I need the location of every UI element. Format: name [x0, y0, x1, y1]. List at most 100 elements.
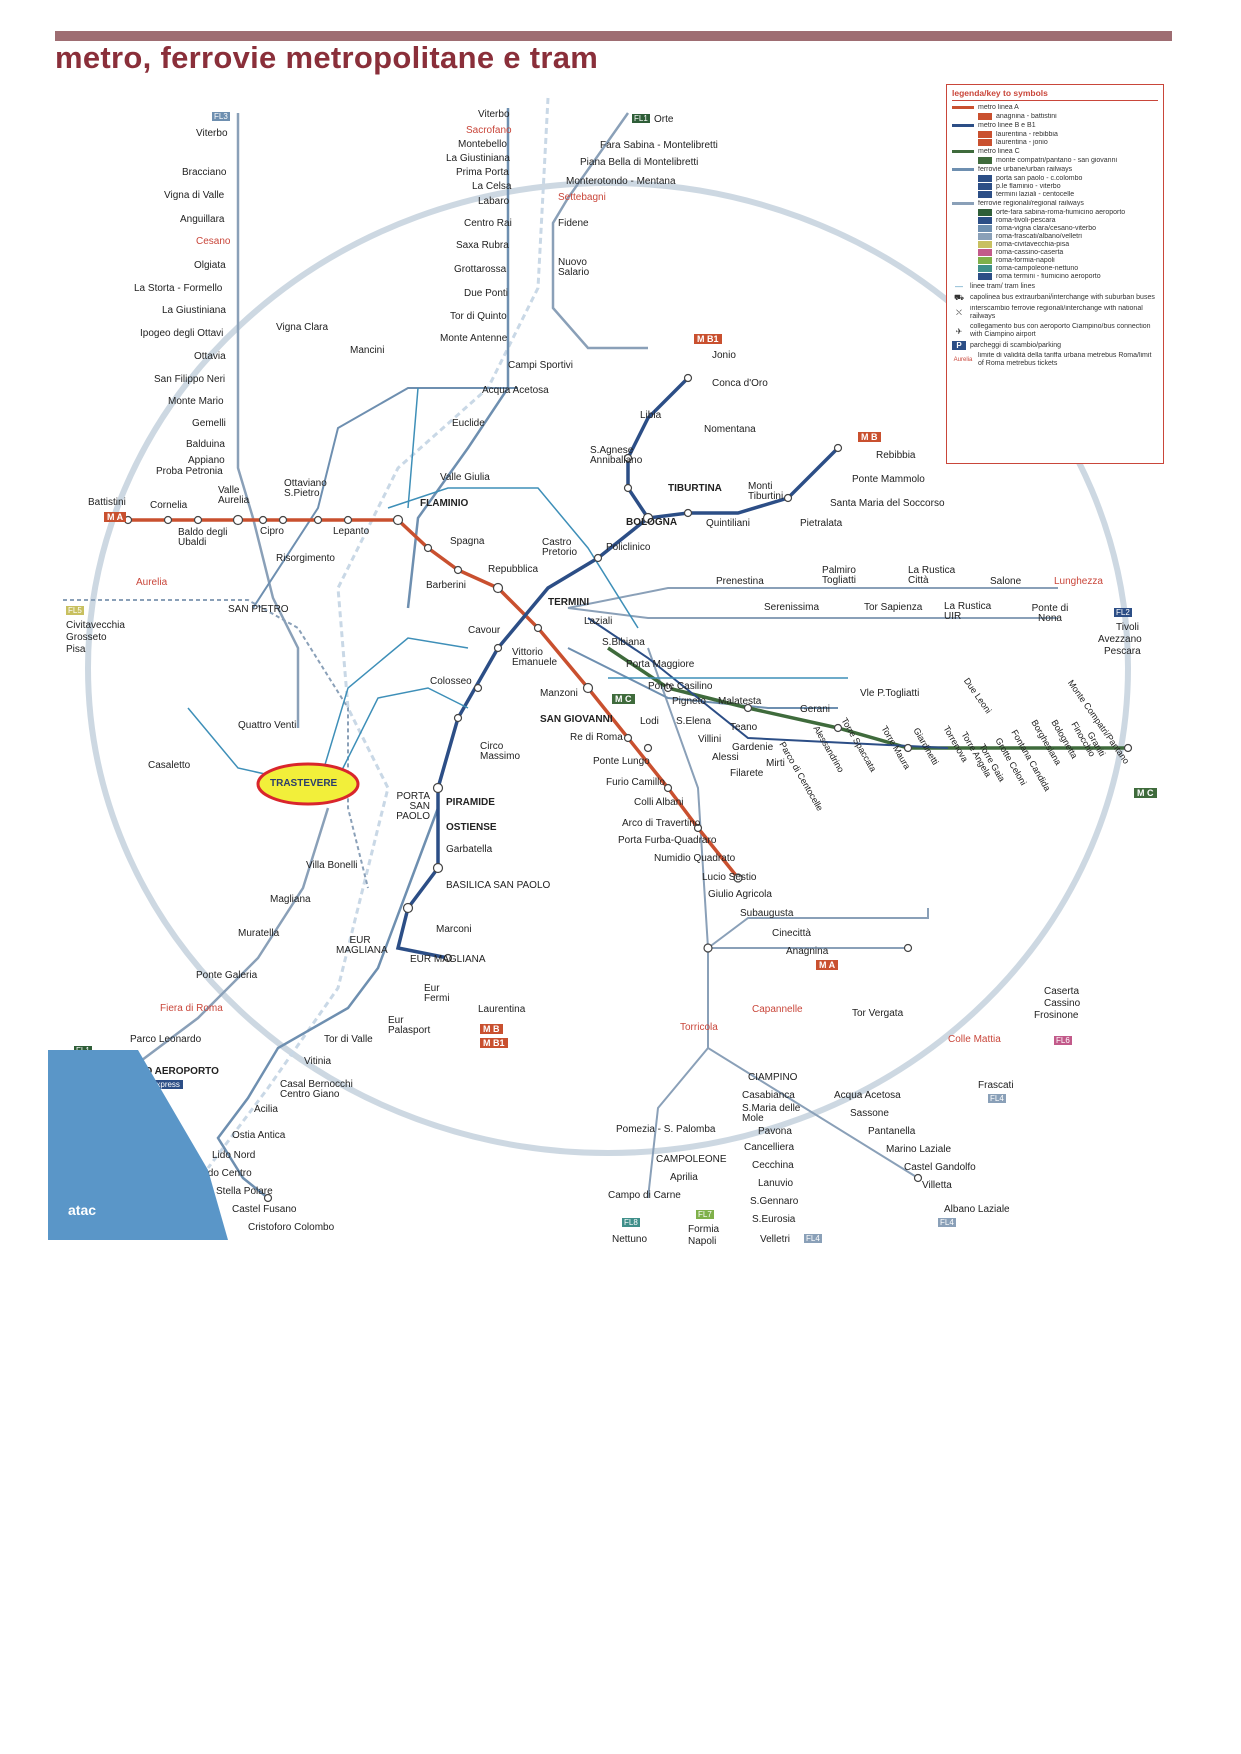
label-lido-centro: Lido Centro [200, 1168, 252, 1179]
label-libia: Libia [640, 410, 662, 421]
label-basilica-san-paolo: BASILICA SAN PAOLO [446, 880, 551, 891]
fl6-line [707, 908, 929, 949]
rail-interchange-icon: ⛌ [956, 308, 962, 317]
label-s-elena: S.Elena [676, 716, 712, 727]
badge-mb-rebibbia: M B [858, 432, 881, 442]
label-fara-sabina: Fara Sabina - Montelibretti [600, 140, 718, 151]
legend-title: legenda/key to symbols [952, 88, 1158, 101]
label-sagnese: S.Agnese Annibaliano [590, 445, 643, 466]
tram-icon: — [955, 282, 963, 291]
label-laziali: Laziali [584, 616, 613, 627]
label-re-di-roma: Re di Roma [570, 732, 623, 743]
label-acilia: Acilia [254, 1104, 278, 1115]
label-viterbo-urban: Viterbo [478, 109, 510, 120]
atac-logo: atac [68, 1202, 96, 1218]
label-ciampino: CIAMPINO [748, 1072, 798, 1083]
label-eur-magliana: EUR MAGLIANA [410, 954, 486, 965]
metro-line-b [395, 446, 840, 960]
label-cipro: Cipro [260, 526, 284, 537]
label-aprilia: Aprilia [670, 1172, 698, 1183]
label-casabianca: Casabianca [742, 1090, 795, 1101]
label-campo-di-carne: Campo di Carne [608, 1190, 681, 1201]
legend-sub: roma-formia-napoli [978, 257, 1158, 264]
label-la-giustiniana-v: La Giustiniana [446, 153, 510, 164]
fl7-line [647, 1047, 709, 1199]
label-furio-camillo: Furio Camillo [606, 777, 665, 788]
label-fiumicino: FIUMICINO AEROPORTO [100, 1066, 219, 1077]
label-villini: Villini [698, 734, 722, 745]
label-frascati: Frascati [978, 1080, 1014, 1091]
badge-ma-battistini: M A [104, 512, 127, 522]
label-eur-palasport: Eur Palasport [388, 1015, 431, 1036]
label-pantanella: Pantanella [868, 1126, 916, 1137]
label-tor-vergata: Tor Vergata [852, 1008, 904, 1019]
bus-interchange-icon: ⛟ [953, 293, 965, 302]
label-quintiliani: Quintiliani [706, 518, 750, 529]
label-valle-giulia: Valle Giulia [440, 472, 490, 483]
label-monti-tiburtini: Monti Tiburtini [748, 481, 784, 502]
tiber-river [206, 97, 550, 1169]
label-tiburtina: TIBURTINA [668, 483, 722, 494]
fl3-line-b [252, 387, 518, 609]
label-vigna-clara: Vigna Clara [276, 322, 329, 333]
label-monte-mario: Monte Mario [168, 396, 224, 407]
ostia-line [216, 807, 440, 1199]
legend-sub: porta san paolo - c.colombo [978, 175, 1158, 182]
label-aurelia: Aurelia [136, 577, 168, 588]
trastevere-highlight-label: TRASTEVERE [270, 778, 338, 789]
label-marino-laziale: Marino Laziale [886, 1144, 952, 1155]
tram-line-3 [337, 687, 469, 779]
tram-line-2 [407, 387, 419, 509]
label-cesano: Cesano [196, 236, 231, 247]
label-bracciano: Bracciano [182, 167, 227, 178]
tram-line-8 [317, 637, 469, 789]
badge-fl6: FL6 [1054, 1036, 1072, 1045]
map-legend: legenda/key to symbols metro linea A ana… [946, 84, 1164, 464]
label-nuovo-salario: Nuovo Salario [558, 257, 590, 278]
label-s-bibiana: S.Bibiana [602, 637, 645, 648]
label-spagna: Spagna [450, 536, 485, 547]
label-pisa: Pisa [66, 644, 86, 655]
label-montebello: Montebello [458, 139, 507, 150]
legend-sub: laurentina - rebibbia [978, 131, 1158, 138]
label-vittorio-emanuele: Vittorio Emanuele [512, 647, 558, 668]
label-pavona: Pavona [758, 1126, 792, 1137]
label-san-filippo-neri: San Filippo Neri [154, 374, 226, 385]
label-la-storta: La Storta - Formello [134, 283, 223, 294]
legend-row-tram: —linee tram/ tram lines [952, 282, 1158, 291]
label-cornelia: Cornelia [150, 500, 188, 511]
label-avezzano: Avezzano [1098, 634, 1142, 645]
label-pomezia: Pomezia - S. Palomba [616, 1124, 716, 1135]
zone-limit-icon: Aurelia [953, 357, 973, 363]
label-tor-di-quinto: Tor di Quinto [450, 311, 507, 322]
termini-centocelle-line [587, 617, 949, 749]
label-formia: Formia [688, 1224, 720, 1235]
label-torricola: Torricola [680, 1022, 718, 1033]
label-risorgimento: Risorgimento [276, 553, 335, 564]
label-pietralata: Pietralata [800, 518, 843, 529]
label-colli-albani: Colli Albani [634, 797, 684, 808]
label-castro-pretorio: Castro Pretorio [542, 537, 578, 558]
label-teano: Teano [730, 722, 758, 733]
badge-fl5: FL5 [66, 606, 84, 615]
label-s-gennaro: S.Gennaro [750, 1196, 799, 1207]
label-marconi: Marconi [436, 924, 472, 935]
trastevere-highlight-circle [256, 762, 360, 806]
badge-mc-san-giovanni: M C [612, 694, 635, 704]
label-s-eurosia: S.Eurosia [752, 1214, 796, 1225]
label-monterotondo: Monterotondo - Mentana [566, 176, 676, 187]
label-san-pietro: SAN PIETRO [228, 604, 289, 615]
legend-sub: roma-cassino-caserta [978, 249, 1158, 256]
label-salone: Salone [990, 576, 1022, 587]
legend-sub: roma-tivoli-pescara [978, 217, 1158, 224]
urban-east-line [567, 647, 838, 709]
label-vitinia: Vitinia [304, 1056, 332, 1067]
label-casaletto: Casaletto [148, 760, 191, 771]
label-lanuvio: Lanuvio [758, 1178, 794, 1189]
label-subaugusta: Subaugusta [740, 908, 794, 919]
label-manzoni: Manzoni [540, 688, 578, 699]
label-lucio-sestio: Lucio Sestio [702, 872, 757, 883]
label-cassino: Cassino [1044, 998, 1081, 1009]
label-gemelli: Gemelli [192, 418, 226, 429]
